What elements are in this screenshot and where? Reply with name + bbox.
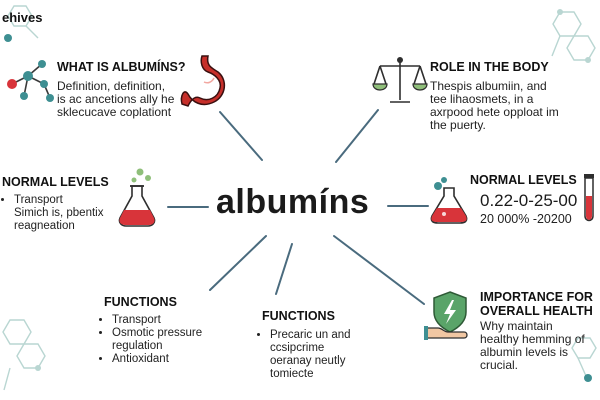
- importance-line: Why maintain: [480, 319, 553, 333]
- connector-functions-mid: [275, 243, 293, 295]
- stomach-icon: [180, 55, 226, 107]
- functions-mid-heading: FUNCTIONS: [262, 309, 335, 323]
- connector-importance: [333, 235, 425, 305]
- list-item: Transport: [14, 194, 114, 207]
- importance-line: albumin levels is crucial.: [480, 345, 569, 372]
- list-item: Antioxidant: [112, 353, 232, 366]
- normal-right-value-secondary: 20 000% -20200: [480, 212, 572, 226]
- list-item: Transport: [112, 314, 232, 327]
- flask-icon: [430, 177, 468, 224]
- normal-right-heading: NORMAL LEVELS: [470, 173, 577, 187]
- hexagon-network-icon: [551, 9, 596, 63]
- importance-line: healthy hemming of: [480, 332, 585, 346]
- role-line: the puerty.: [430, 118, 486, 132]
- flask-icon: [118, 168, 156, 227]
- list-item: Osmotic pressure regulation: [112, 327, 232, 353]
- list-item: Precaric un and ccsipcrime: [270, 329, 390, 355]
- importance-heading: IMPORTANCE FOR OVERALL HEALTH: [480, 290, 593, 318]
- connector-functions-left: [209, 235, 267, 291]
- molecule-icon: [7, 60, 54, 102]
- normal-left-list: Transport Simich is, pbentix reagneation: [2, 194, 114, 233]
- hexagon-network-icon: [2, 319, 46, 391]
- list-item: Simich is, pbentix: [14, 207, 104, 219]
- functions-left-list: Transport Osmotic pressure regulation An…: [100, 314, 232, 366]
- what-is-heading: WHAT IS ALBUMÍNS?: [57, 60, 186, 74]
- shield-hand-icon: [424, 291, 468, 340]
- importance-heading-line: IMPORTANCE FOR: [480, 290, 593, 304]
- hexagon-network-icon: [571, 337, 597, 382]
- normal-left-heading: NORMAL LEVELS: [2, 175, 109, 189]
- connector-what-is: [219, 111, 263, 161]
- what-is-line: Definition, definition,: [57, 79, 166, 93]
- role-line: tee lihaosmets, in a: [430, 92, 534, 106]
- connector-role: [335, 109, 379, 163]
- test-tube-icon: [584, 174, 594, 222]
- center-title: albumíns: [216, 183, 370, 221]
- list-item: reagneation: [14, 220, 75, 232]
- list-item: tomiecte: [270, 368, 314, 380]
- hexagon-network-icon: [4, 5, 39, 42]
- functions-left-heading: FUNCTIONS: [104, 295, 177, 309]
- role-line: Thespis albumiin, and: [430, 79, 547, 93]
- list-item: oeranay neutly: [270, 355, 346, 367]
- functions-mid-list: Precaric un and ccsipcrime oeranay neutl…: [258, 329, 390, 381]
- what-is-body: Definition, definition, is ac ancetions …: [57, 80, 174, 119]
- what-is-line: sklecucave coplationt: [57, 105, 172, 119]
- importance-heading-line: OVERALL HEALTH: [480, 304, 593, 318]
- balance-scale-icon: [372, 57, 428, 103]
- importance-body: Why maintain healthy hemming of albumin …: [480, 320, 600, 372]
- role-body: Thespis albumiin, and tee lihaosmets, in…: [430, 80, 559, 132]
- role-heading: ROLE IN THE BODY: [430, 60, 549, 74]
- what-is-line: is ac ancetions ally he: [57, 92, 175, 106]
- role-line: axrpood hete opploat im: [430, 105, 559, 119]
- corner-label: ehives: [2, 10, 43, 25]
- normal-right-value-primary: 0.22-0-25-00: [480, 191, 578, 210]
